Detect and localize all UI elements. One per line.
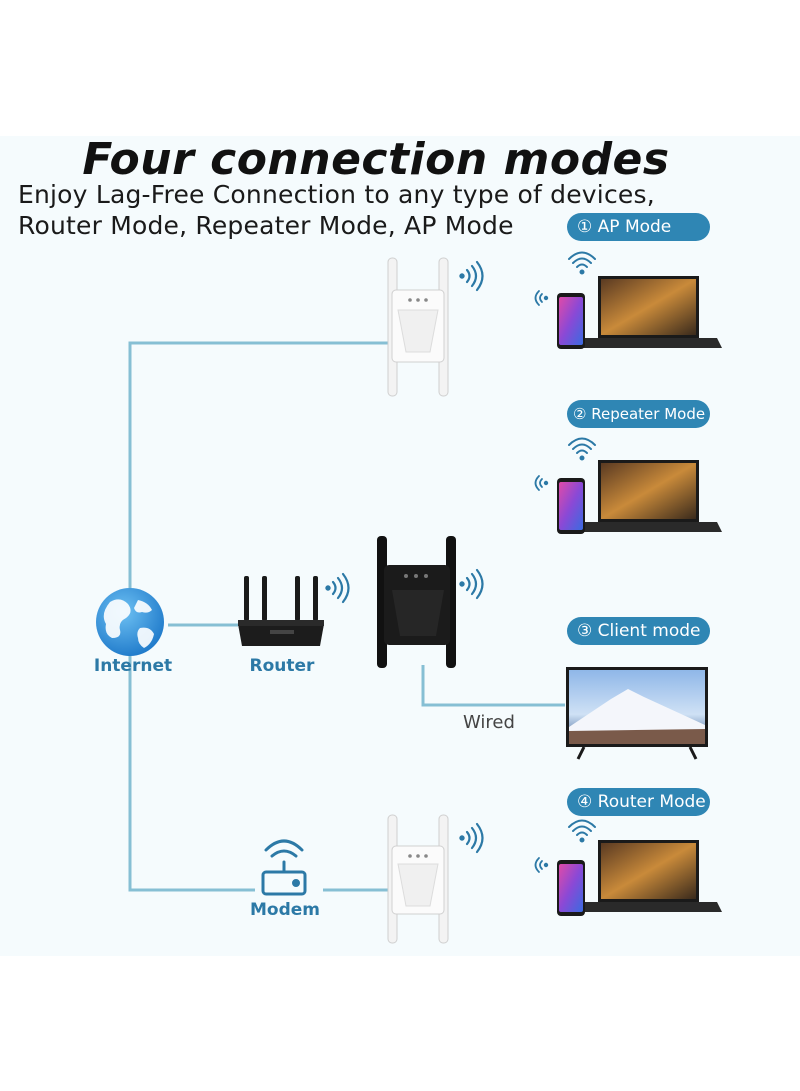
wired-label: Wired: [463, 712, 515, 733]
line-wired-to-tv: [421, 665, 565, 707]
phone-icon: [557, 860, 585, 916]
phone-icon: [557, 293, 585, 349]
subtitle-line-2: Router Mode, Repeater Mode, AP Mode: [18, 211, 514, 240]
wifi-icon-middle: [459, 568, 484, 600]
white-extender-top: [387, 257, 449, 397]
modem-icon: [261, 839, 307, 896]
connection-lines: [128, 341, 565, 892]
mode-number: ②: [573, 405, 587, 423]
phone-icon: [557, 478, 585, 534]
mode-label: Repeater Mode: [591, 405, 706, 423]
line-internet-to-ap: [128, 341, 390, 592]
globe-icon: [96, 588, 164, 656]
mode-label: Client mode: [597, 621, 701, 641]
laptop-icon: [575, 840, 722, 912]
devices-router-mode: [534, 819, 722, 916]
subtitle-line-1: Enjoy Lag-Free Connection to any type of…: [18, 180, 655, 209]
black-extender-middle: [377, 536, 456, 668]
mode-badge-ap: ① AP Mode: [567, 213, 710, 241]
laptop-icon: [575, 460, 722, 532]
modem-label: Modem: [249, 900, 320, 920]
wifi-device-icon: [568, 819, 596, 843]
wifi-device-icon: [568, 437, 596, 461]
white-extender-bottom: [387, 814, 449, 944]
router-label: Router: [249, 656, 315, 676]
router-device: [238, 576, 324, 646]
mode-label: AP Mode: [597, 217, 672, 237]
wifi-icon-router: [325, 572, 350, 604]
wifi-icon-ap: [459, 260, 484, 292]
mode-badge-repeater: ② Repeater Mode: [567, 400, 710, 428]
wifi-icon-bottom: [459, 822, 484, 854]
internet-label: Internet: [93, 656, 173, 676]
mode-badge-client: ③ Client mode: [567, 617, 710, 645]
mode-number: ④: [577, 792, 593, 812]
devices-ap: [534, 251, 722, 349]
mode-number: ③: [577, 621, 593, 641]
diagram-background: [0, 136, 800, 956]
laptop-icon: [575, 276, 722, 348]
wifi-device-icon: [568, 251, 596, 275]
mode-label: Router Mode: [597, 792, 706, 812]
mode-badge-router: ④ Router Mode: [567, 788, 710, 816]
wifi-phone-icon: [534, 857, 549, 873]
page-title: Four connection modes: [82, 134, 670, 185]
wifi-phone-icon: [534, 290, 549, 306]
wifi-phone-icon: [534, 475, 549, 491]
mode-number: ①: [577, 217, 593, 237]
devices-repeater: [534, 437, 722, 534]
wifi-signal-icons: [325, 260, 484, 854]
line-internet-to-modem: [128, 655, 255, 892]
tv-icon: [566, 667, 708, 760]
